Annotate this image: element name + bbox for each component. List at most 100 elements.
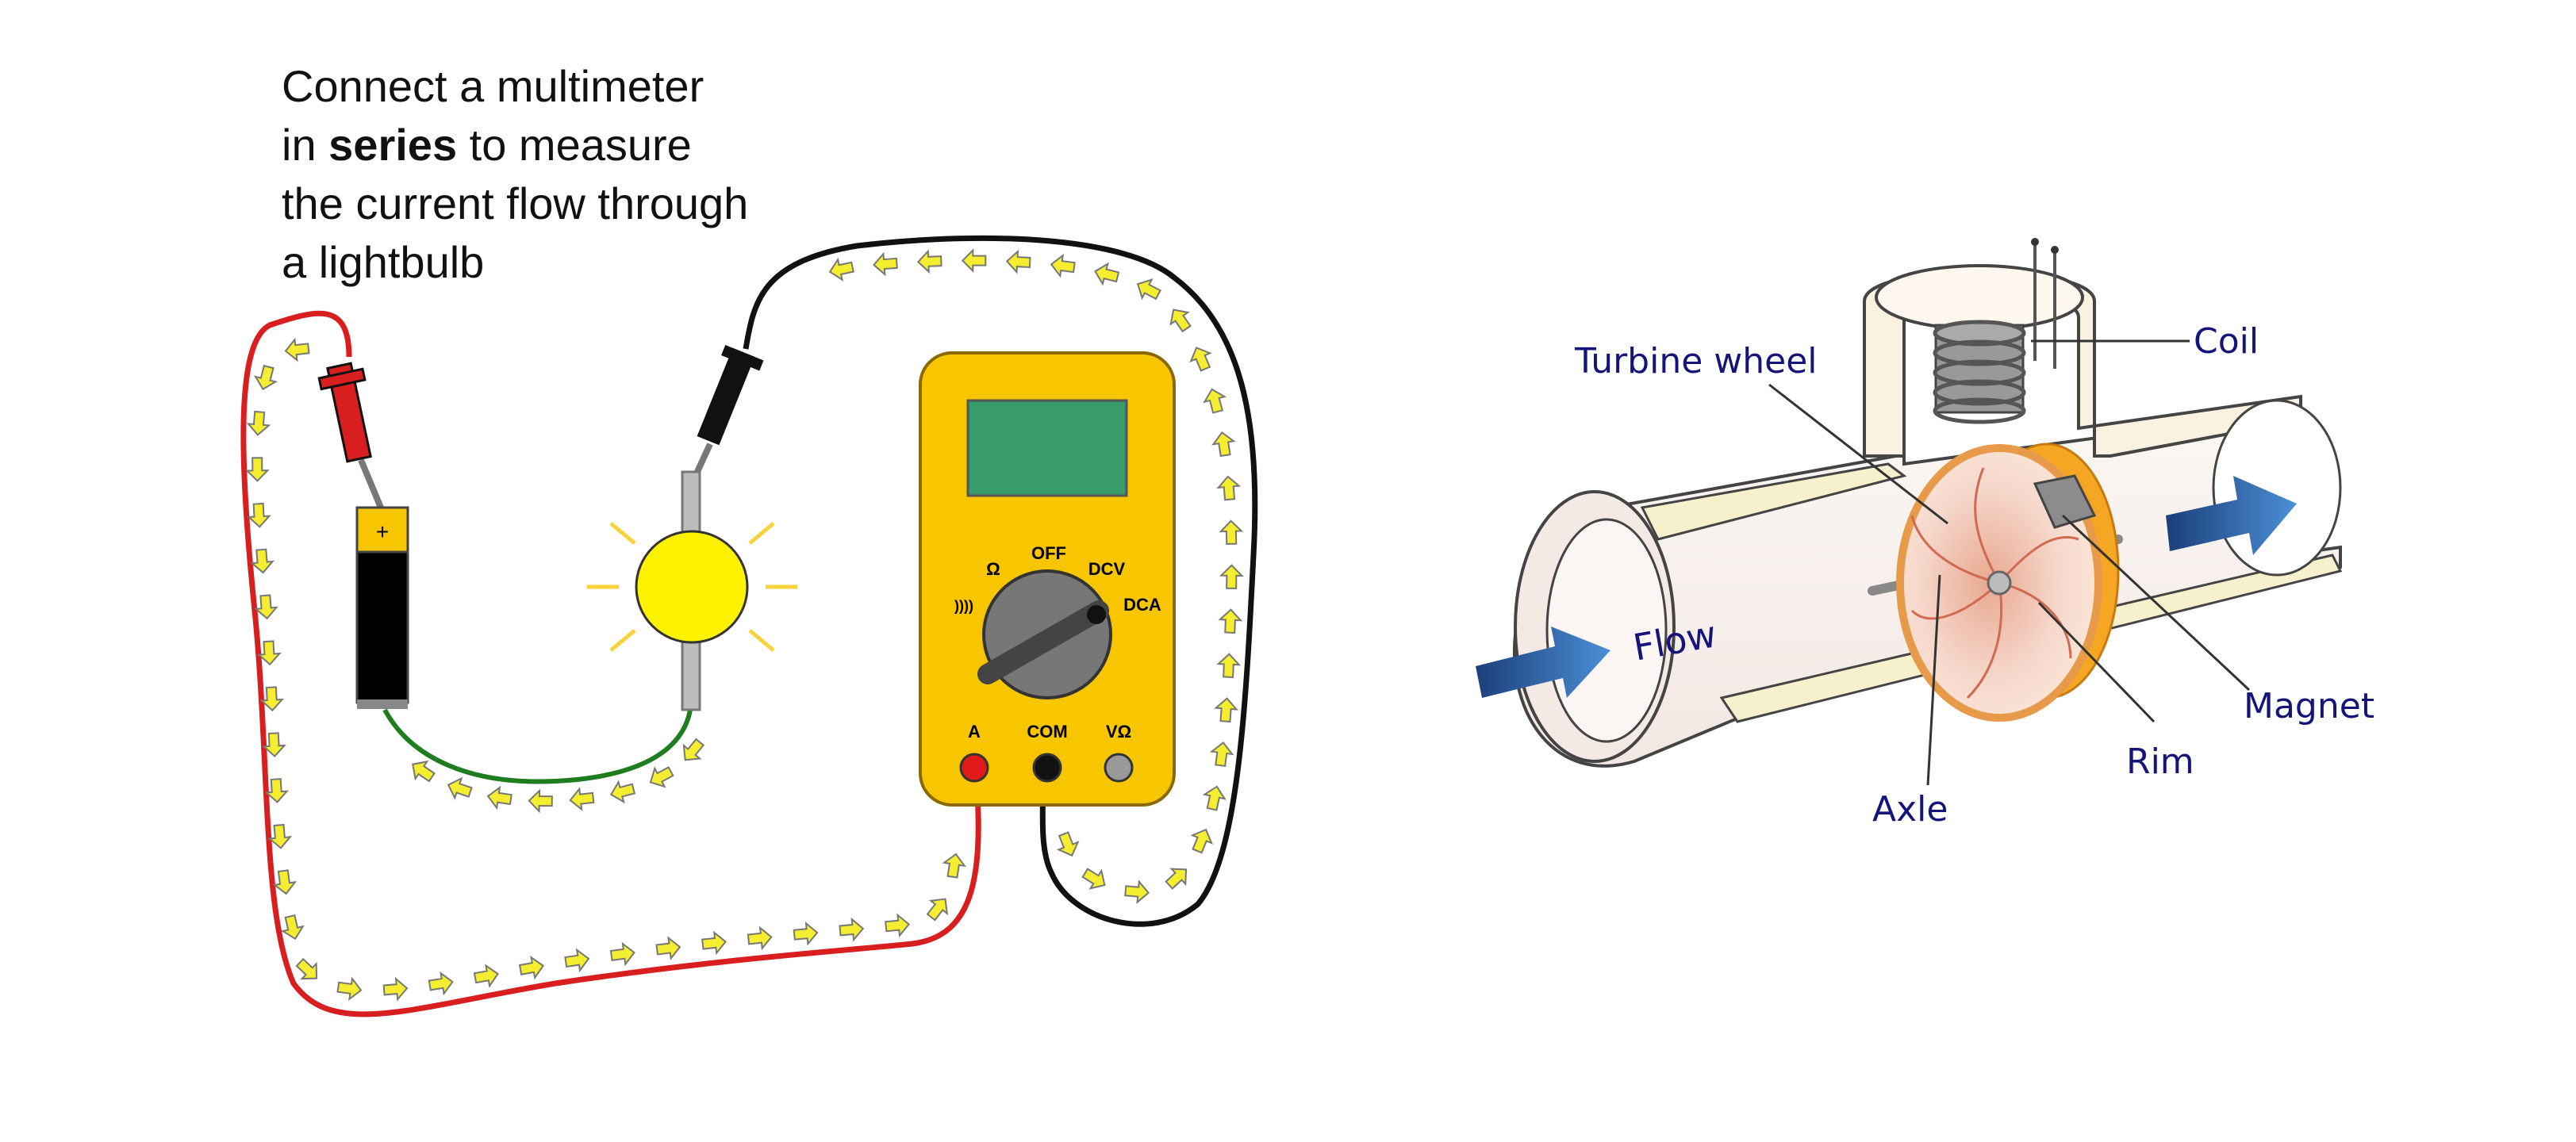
flow-arrow-in xyxy=(1476,627,1610,698)
dial-label-dca: DCA xyxy=(1123,595,1161,615)
current-arrow xyxy=(1219,519,1244,545)
lightbulb xyxy=(587,470,797,711)
current-arrow xyxy=(412,760,436,783)
current-arrow xyxy=(828,257,854,282)
current-arrow xyxy=(1005,249,1031,274)
current-arrow xyxy=(1214,697,1238,723)
current-arrow xyxy=(1216,475,1242,501)
current-arrow xyxy=(267,823,293,849)
current-arrow xyxy=(1203,388,1227,414)
red-probe xyxy=(317,362,384,509)
current-arrow xyxy=(1209,742,1234,768)
dial-label-off: OFF xyxy=(1031,543,1066,563)
battery: + xyxy=(355,506,409,709)
multimeter: OFF Ω DCV DCA )))) A COM VΩ xyxy=(919,351,1176,807)
current-arrow xyxy=(793,921,819,946)
caption-line-1: Connect a multimeter xyxy=(282,61,704,111)
current-arrow xyxy=(1211,431,1236,458)
port-a[interactable] xyxy=(959,753,989,783)
current-arrow xyxy=(1190,828,1214,854)
black-wire xyxy=(743,235,1258,927)
caption-line-2-pre: in xyxy=(282,120,329,170)
current-arrow xyxy=(1124,879,1150,904)
current-arrow xyxy=(1081,868,1106,890)
current-arrow xyxy=(264,778,290,803)
current-arrow xyxy=(295,957,318,980)
current-arrow xyxy=(1219,564,1244,589)
current-arrow xyxy=(926,898,949,922)
label-axle: Axle xyxy=(1872,789,1948,830)
current-arrow xyxy=(486,785,513,811)
current-arrow xyxy=(254,364,278,391)
current-arrow xyxy=(649,766,674,788)
current-arrow xyxy=(280,914,305,941)
current-arrow xyxy=(247,502,271,528)
port-vohm[interactable] xyxy=(1104,753,1134,783)
current-arrows xyxy=(244,248,1244,1002)
current-arrow xyxy=(246,410,271,436)
current-arrow xyxy=(873,251,898,277)
red-wire xyxy=(240,310,981,1017)
current-arrow xyxy=(272,869,298,895)
bulb-rays xyxy=(587,522,797,652)
current-arrow xyxy=(1218,608,1243,634)
current-arrow xyxy=(1165,868,1188,890)
magnet xyxy=(2033,474,2097,529)
label-turbine-wheel: Turbine wheel xyxy=(1574,341,1818,381)
label-coil: Coil xyxy=(2194,321,2259,362)
current-arrow xyxy=(428,971,454,996)
port-label-vohm: VΩ xyxy=(1106,722,1131,742)
current-arrow xyxy=(839,917,865,942)
port-label-com: COM xyxy=(1027,722,1067,742)
current-arrow xyxy=(473,964,499,988)
dial-pointer xyxy=(977,600,1109,684)
current-arrow xyxy=(609,941,635,967)
current-arrow xyxy=(682,738,705,761)
dial-label-continuity: )))) xyxy=(954,598,973,614)
current-arrow xyxy=(254,594,278,620)
leader-lines xyxy=(1768,339,2251,786)
caption-line-2: in series to measure xyxy=(282,116,885,174)
turbine-flowmeter: Turbine wheel Coil Flow Magnet Rim Axle xyxy=(1476,238,2374,830)
current-arrow xyxy=(655,936,681,960)
caption-emphasis-series: series xyxy=(328,120,458,170)
current-arrow xyxy=(1056,831,1080,857)
current-arrow xyxy=(382,976,409,1002)
current-arrow xyxy=(564,948,590,973)
current-arrow xyxy=(256,640,282,666)
current-arrow xyxy=(701,930,727,956)
current-arrow xyxy=(1202,785,1227,811)
current-arrow xyxy=(250,548,274,574)
current-arrow xyxy=(1050,253,1076,278)
caption-line-2-post: to measure xyxy=(457,120,692,170)
label-rim: Rim xyxy=(2126,742,2194,782)
battery-plus-label: + xyxy=(376,519,389,544)
black-probe xyxy=(689,345,764,485)
caption-line-4: a lightbulb xyxy=(282,237,485,287)
current-arrow xyxy=(1094,262,1120,286)
label-magnet: Magnet xyxy=(2244,686,2374,726)
current-arrow xyxy=(885,913,911,938)
current-arrow xyxy=(262,732,286,757)
current-arrow xyxy=(1189,347,1212,372)
port-com[interactable] xyxy=(1032,753,1062,783)
multimeter-screen xyxy=(966,399,1128,497)
caption-line-3: the current flow through xyxy=(282,178,749,228)
current-arrow xyxy=(1216,653,1242,678)
current-arrow xyxy=(284,337,310,362)
current-arrow xyxy=(916,249,942,274)
current-arrow xyxy=(569,787,595,811)
caption: Connect a multimeter in series to measur… xyxy=(282,57,885,292)
current-arrow xyxy=(336,976,363,1002)
pipe-outlet xyxy=(2212,399,2342,577)
green-wire xyxy=(382,708,693,784)
current-arrow xyxy=(609,780,636,804)
flow-arrow-out xyxy=(2166,476,2297,555)
current-arrow xyxy=(528,788,553,814)
current-arrow xyxy=(518,956,545,980)
current-arrow xyxy=(1169,308,1192,333)
port-label-a: A xyxy=(968,722,981,742)
turbine-blades xyxy=(1910,467,2079,699)
dial-label-ohm: Ω xyxy=(986,559,1000,579)
